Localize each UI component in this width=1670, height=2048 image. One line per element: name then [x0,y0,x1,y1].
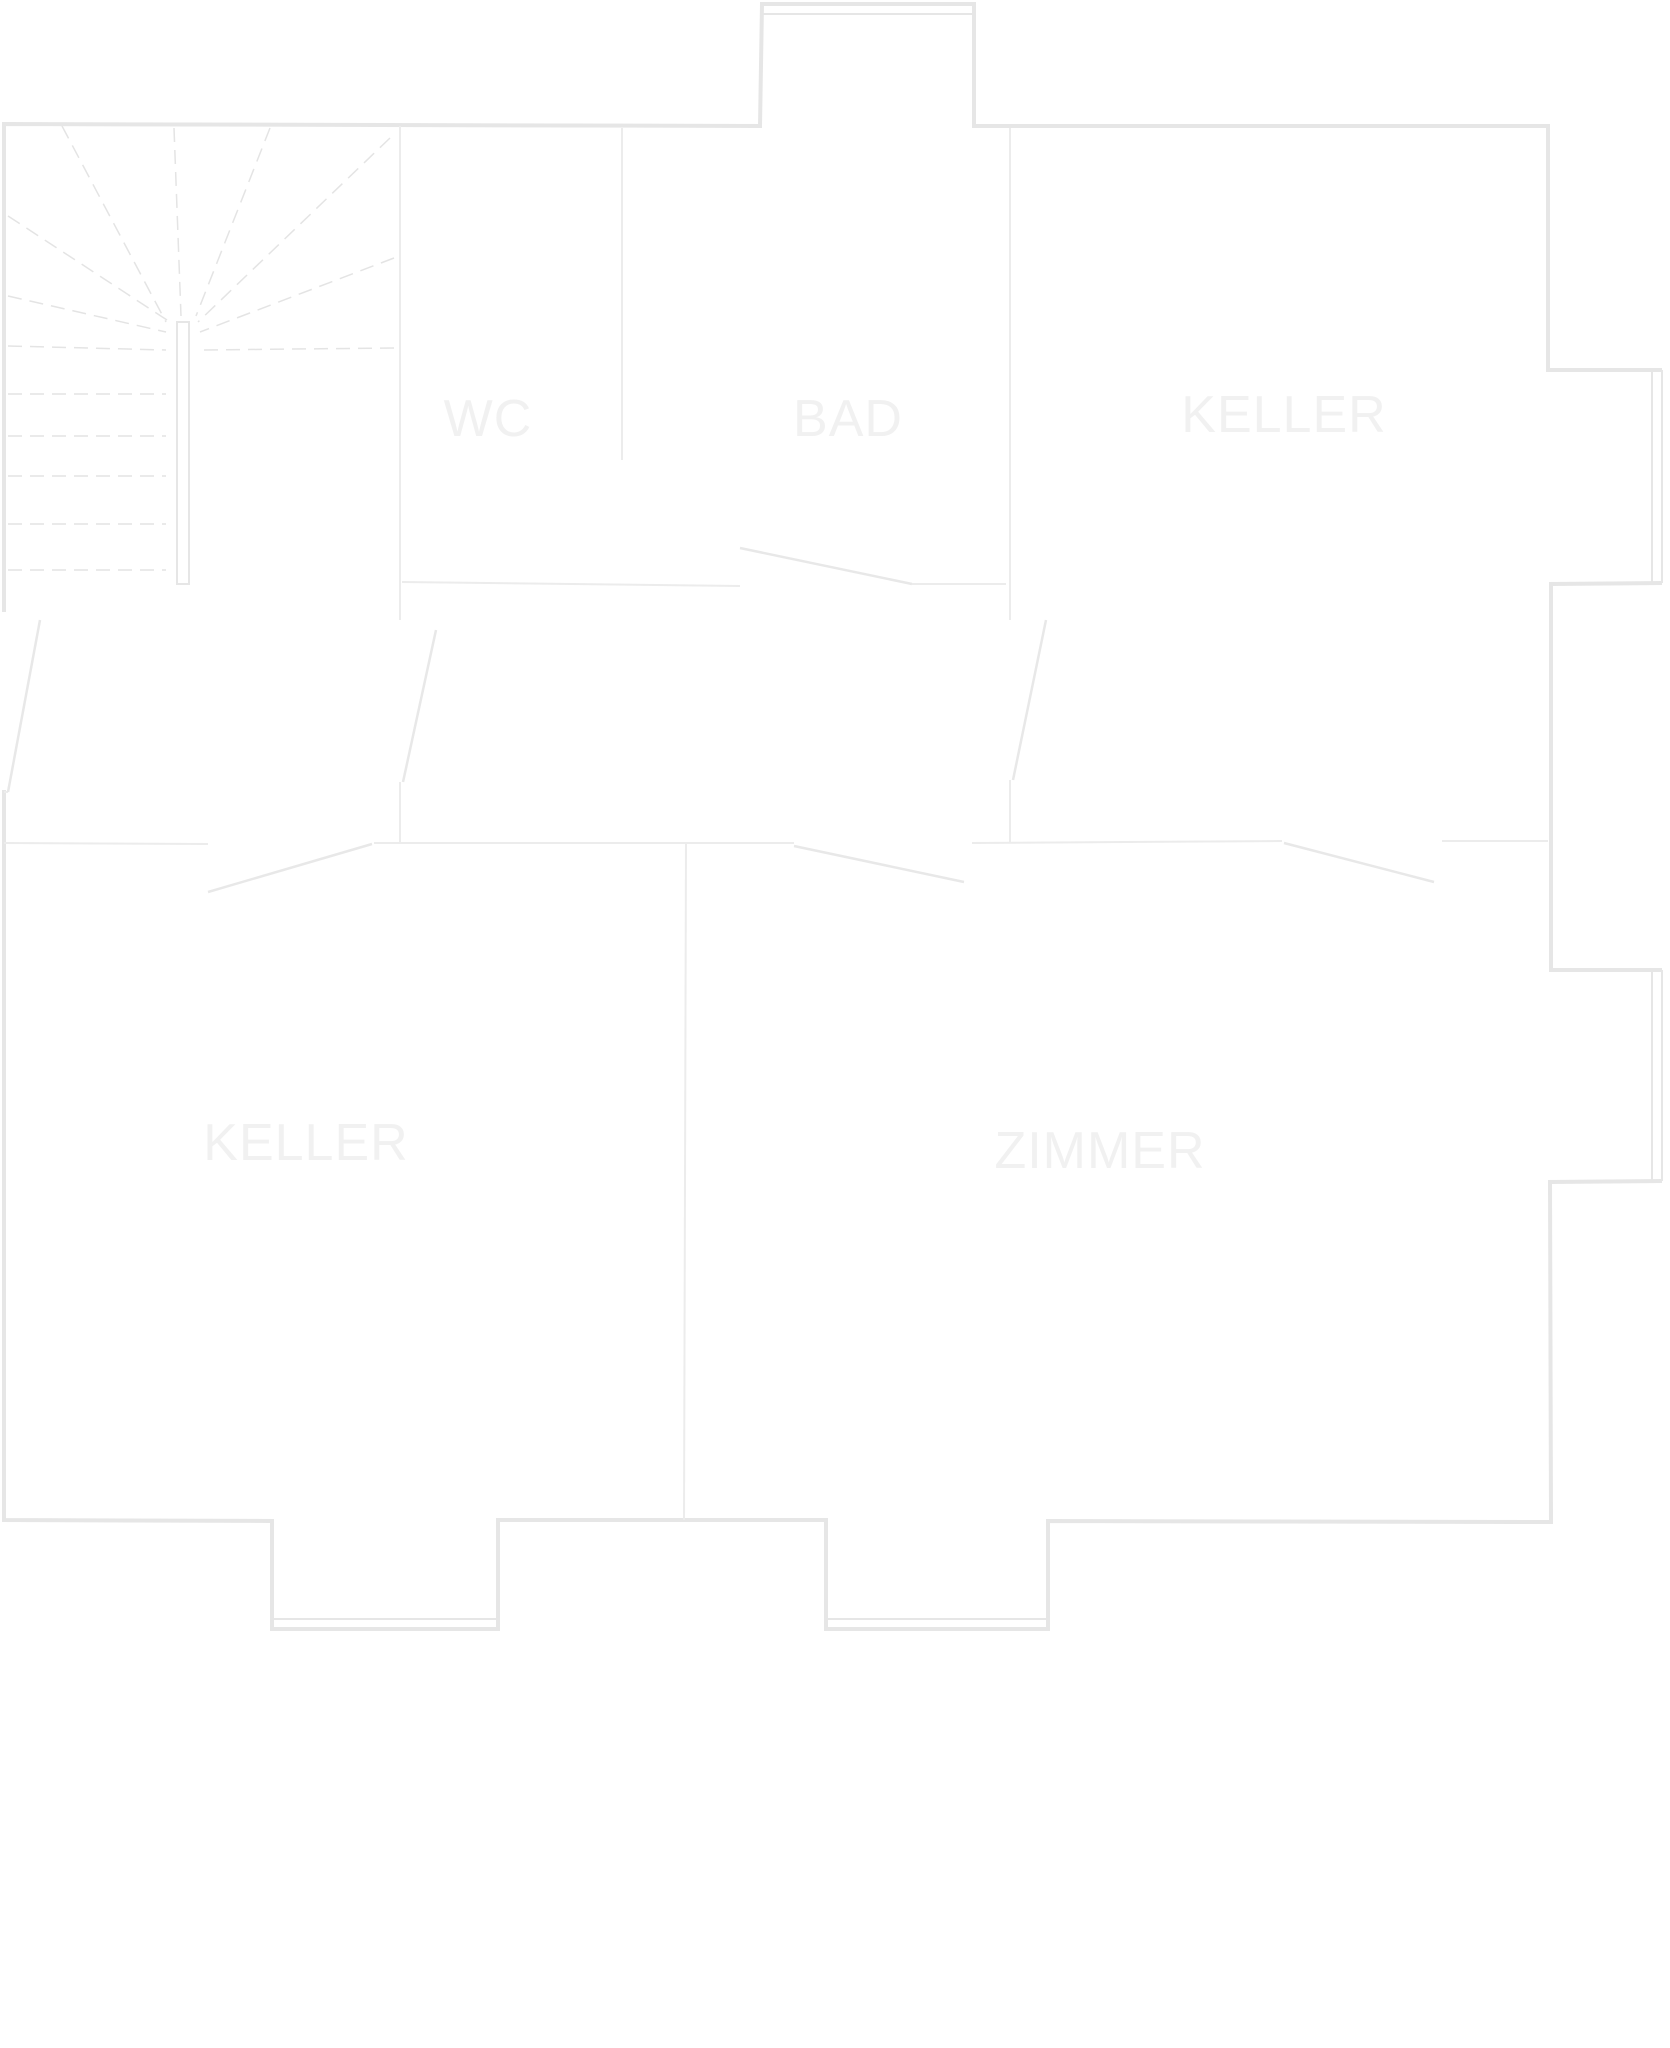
windows [274,13,1663,1620]
room-label-zimmer: ZIMMER [994,1122,1205,1180]
window-right-lower [1651,970,1663,1181]
room-labels: WC BAD KELLER KELLER ZIMMER [203,386,1386,1180]
doors [6,546,1435,894]
room-label-wc: WC [444,390,533,448]
room-label-bad: BAD [793,390,903,448]
interior-walls [3,126,1548,1521]
room-label-keller-bottom: KELLER [203,1114,408,1172]
window-right-upper [1651,370,1663,583]
room-label-keller-top: KELLER [1181,386,1386,444]
staircase [7,125,395,585]
outer-walls [2,2,1663,1631]
